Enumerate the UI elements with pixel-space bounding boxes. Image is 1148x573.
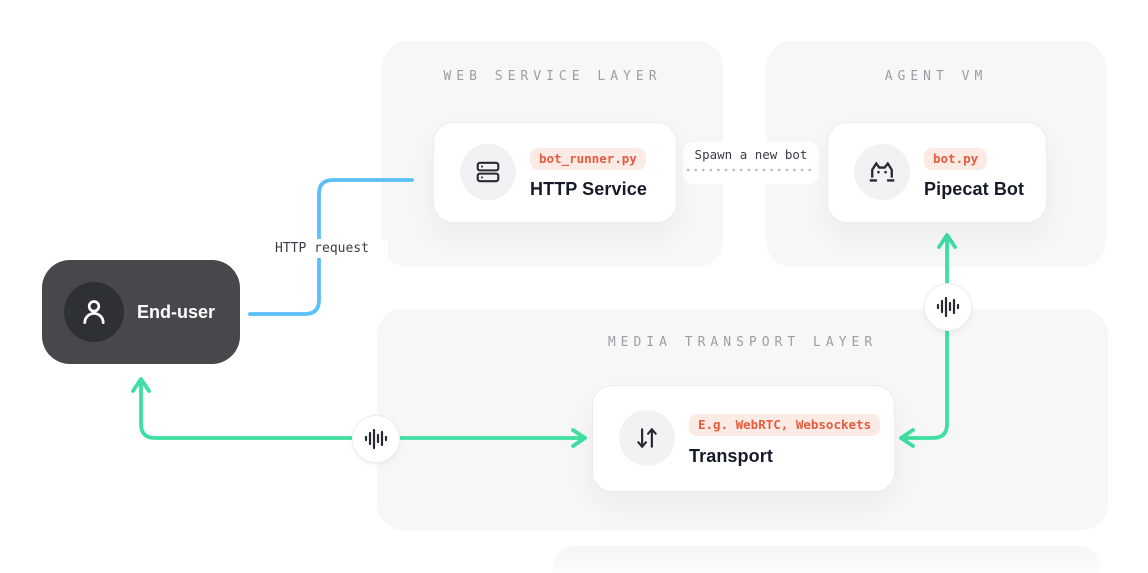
http-service-badge: bot_runner.py [530,148,646,170]
pipecat-bot-title: Pipecat Bot [924,179,1025,199]
spawn-bot-edge-label: Spawn a new bot [683,142,819,184]
http-service-card: bot_runner.py HTTP Service [433,122,677,223]
transport-card: E.g. WebRTC, Websockets Transport [592,385,895,492]
pipecat-bot-card: bot.py Pipecat Bot [827,122,1047,223]
user-icon [64,282,124,342]
pipecat-cat-icon [854,144,910,200]
transport-badge: E.g. WebRTC, Websockets [689,414,881,436]
http-request-edge-label: HTTP request [256,239,388,258]
media-transport-layer-title: MEDIA TRANSPORT LAYER [607,335,878,350]
offscreen-panel-hint [553,546,1100,573]
server-icon [460,144,516,200]
end-user-label: End-user [137,301,216,322]
http-service-title: HTTP Service [530,179,647,199]
pipecat-bot-badge: bot.py [924,148,988,170]
end-user-node: End-user [42,260,240,364]
web-service-layer-title: WEB SERVICE LAYER [443,69,662,84]
arrow-down-up-icon [619,410,675,466]
audio-waveform-icon [352,415,400,463]
audio-waveform-icon [924,283,972,331]
agent-vm-title: AGENT VM [884,69,988,84]
transport-title: Transport [689,446,773,466]
